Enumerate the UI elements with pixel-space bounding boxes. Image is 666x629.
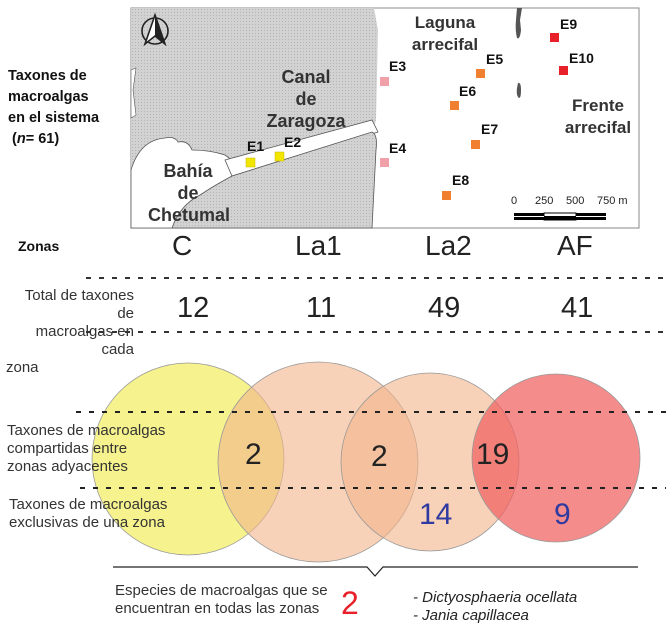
station-e4-label: E4 bbox=[389, 140, 407, 156]
cay-south bbox=[516, 82, 521, 98]
station-e8-marker bbox=[442, 191, 451, 200]
station-e5-marker bbox=[476, 69, 485, 78]
scale-tick-250: 250 bbox=[535, 195, 554, 207]
species-item: - Jania capillacea bbox=[413, 607, 529, 624]
shared-label: Taxones de macroalgas compartidas entre … bbox=[7, 422, 166, 475]
zone-af-circle bbox=[471, 373, 641, 543]
all-zones-species-list: - Dictyosphaeria ocellata - Jania capill… bbox=[413, 589, 577, 625]
station-e10-marker bbox=[559, 66, 568, 75]
exclusive-la2: 14 bbox=[419, 498, 453, 531]
station-e2-marker bbox=[274, 151, 285, 162]
total-c: 12 bbox=[177, 292, 210, 324]
all-zones-bracket bbox=[113, 566, 638, 577]
station-e10-label: E10 bbox=[569, 50, 594, 66]
totals-label: Total de taxones de macroalgas en cada z… bbox=[6, 287, 134, 376]
station-e4-marker bbox=[380, 158, 389, 167]
station-e7-label: E7 bbox=[481, 121, 499, 137]
station-e7-marker bbox=[471, 140, 480, 149]
system-title: Taxones de macroalgas en el sistema (n= … bbox=[8, 68, 100, 147]
zone-la1-name: La1 bbox=[295, 230, 342, 261]
species-item: - Dictyosphaeria ocellata bbox=[413, 589, 578, 606]
station-e1-marker bbox=[245, 157, 256, 168]
station-e9-label: E9 bbox=[560, 16, 578, 32]
cay-north bbox=[515, 8, 522, 39]
zone-af-name: AF bbox=[557, 230, 593, 261]
total-la2: 49 bbox=[428, 292, 461, 324]
scale-bar bbox=[514, 212, 606, 221]
north-arrow-icon bbox=[141, 12, 169, 47]
exclusive-af: 9 bbox=[554, 498, 571, 531]
exclusive-label: Taxones de macroalgas exclusivas de una … bbox=[9, 496, 168, 531]
zones-label: Zonas bbox=[18, 238, 60, 254]
station-e5-label: E5 bbox=[486, 51, 504, 67]
total-af: 41 bbox=[561, 292, 594, 324]
station-e1-label: E1 bbox=[247, 138, 265, 154]
zone-la2-name: La2 bbox=[425, 230, 472, 261]
row-separators bbox=[76, 277, 666, 489]
station-e3-marker bbox=[380, 77, 389, 86]
zone-c-name: C bbox=[172, 230, 193, 261]
station-e6-label: E6 bbox=[459, 83, 477, 99]
shared-c-la1: 2 bbox=[245, 438, 262, 471]
total-la1: 11 bbox=[306, 292, 337, 324]
shared-la1-la2: 2 bbox=[371, 440, 388, 473]
station-e3-label: E3 bbox=[389, 58, 407, 74]
station-e2-label: E2 bbox=[284, 134, 302, 150]
shared-la2-af: 19 bbox=[476, 438, 510, 471]
canal-channel bbox=[224, 119, 379, 177]
scale-tick-500: 500 bbox=[566, 195, 585, 207]
station-e6-marker bbox=[450, 101, 459, 110]
scale-tick-750: 750 m bbox=[597, 195, 628, 207]
station-e8-label: E8 bbox=[452, 172, 470, 188]
all-zones-count: 2 bbox=[341, 585, 359, 621]
station-e9-marker bbox=[550, 33, 559, 42]
venn-diagram bbox=[91, 361, 641, 563]
scale-tick-0: 0 bbox=[511, 195, 518, 207]
all-zones-label: Especies de macroalgas que se encuentran… bbox=[115, 582, 328, 617]
